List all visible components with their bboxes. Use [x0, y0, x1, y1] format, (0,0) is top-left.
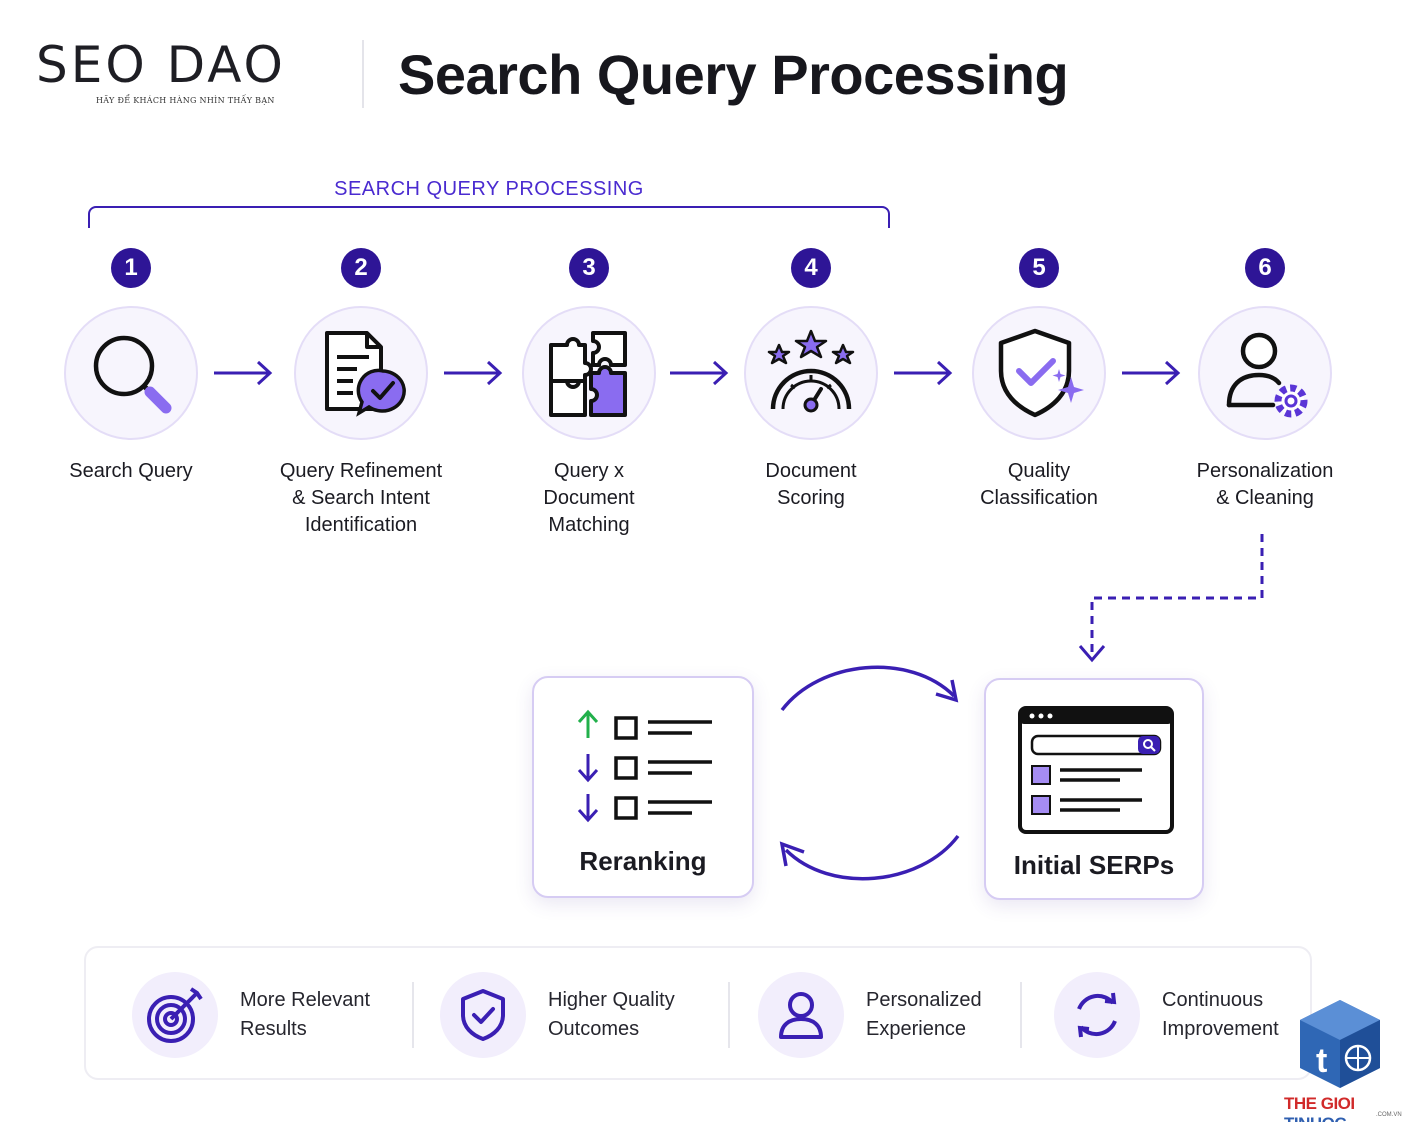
- user-icon: [779, 992, 823, 1039]
- step-icon-circle: [744, 306, 878, 440]
- step-icon-circle: [294, 306, 428, 440]
- arrow-right-icon: [670, 360, 729, 386]
- loop-arrow-bottom-icon: [779, 834, 960, 881]
- shield-check-icon: [461, 989, 505, 1041]
- watermark-text: THE GIOI TINHOC: [1284, 1094, 1355, 1122]
- arrow-right-icon: [214, 360, 273, 386]
- browser-window-icon: [1018, 706, 1174, 834]
- page-title: Search Query Processing: [398, 43, 1069, 106]
- svg-text:t: t: [1316, 1042, 1327, 1080]
- benefit-label: Higher Quality Outcomes: [548, 989, 675, 1040]
- step-6: 6 Personalization & Cleaning: [1150, 248, 1380, 512]
- bracket-label: SEARCH QUERY PROCESSING: [334, 178, 644, 200]
- cycle-icon: [1077, 992, 1117, 1038]
- benefit-label: More Relevant Results: [240, 989, 371, 1040]
- watermark-suffix: .COM.VN: [1376, 1112, 1402, 1118]
- benefit-icon-circle: [1054, 972, 1140, 1058]
- step-icon-circle: [972, 306, 1106, 440]
- step-number: 1: [111, 248, 151, 288]
- benefit-item: Continuous Improvement: [1054, 972, 1279, 1058]
- step-number: 4: [791, 248, 831, 288]
- step-1: 1 Search Query: [16, 248, 246, 485]
- step-number: 6: [1245, 248, 1285, 288]
- ranked-list-icon: [577, 709, 712, 823]
- gauge-stars-icon: [767, 329, 855, 413]
- step-icon-circle: [1198, 306, 1332, 440]
- step-icon-circle: [522, 306, 656, 440]
- arrow-right-icon: [894, 360, 953, 386]
- benefit-separator: [1020, 982, 1022, 1048]
- step-label: Search Query: [69, 460, 193, 482]
- bracket-line: [88, 206, 890, 228]
- arrow-right-icon: [444, 360, 503, 386]
- step-label: Query Refinement & Search Intent Identif…: [279, 460, 443, 536]
- benefit-label: Continuous Improvement: [1162, 989, 1279, 1040]
- step-number: 5: [1019, 248, 1059, 288]
- target-icon: [147, 987, 203, 1043]
- step-2: 2 Query Refinement & Search Intent Ident…: [246, 248, 476, 539]
- step-icon-circle: [64, 306, 198, 440]
- loop-arrow-top-icon: [780, 665, 959, 712]
- step-label: Document Scoring: [765, 460, 857, 509]
- benefit-item: Personalized Experience: [758, 972, 982, 1058]
- header-divider: [362, 40, 364, 108]
- step-4: 4 Document Scoring: [696, 248, 926, 512]
- benefit-icon-circle: [440, 972, 526, 1058]
- step-label: Quality Classification: [980, 460, 1098, 509]
- benefit-label: Personalized Experience: [866, 989, 982, 1040]
- logo-tagline: HÃY ĐỂ KHÁCH HÀNG NHÌN THẤY BẠN: [96, 96, 275, 105]
- step-label: Personalization & Cleaning: [1196, 460, 1334, 509]
- logo: SEO DAO HÃY ĐỂ KHÁCH HÀNG NHÌN THẤY BẠN: [36, 40, 326, 105]
- magnifier-icon: [93, 335, 172, 414]
- reranking-card: Reranking: [532, 676, 754, 898]
- benefit-item: More Relevant Results: [132, 972, 370, 1058]
- logo-text: SEO DAO: [36, 36, 286, 94]
- document-check-icon: [325, 331, 406, 417]
- step-3: 3 Query x Document Matching: [474, 248, 704, 539]
- reranking-label: Reranking: [579, 846, 707, 876]
- dashed-connector-arrow: [1078, 534, 1264, 663]
- initial-serps-label: Initial SERPs: [1013, 850, 1175, 880]
- user-gear-icon: [1226, 332, 1308, 418]
- benefit-separator: [412, 982, 414, 1048]
- step-number: 3: [569, 248, 609, 288]
- step-label: Query x Document Matching: [543, 460, 635, 536]
- benefit-icon-circle: [132, 972, 218, 1058]
- benefit-item: Higher Quality Outcomes: [440, 972, 675, 1058]
- initial-serps-card: Initial SERPs: [984, 678, 1204, 900]
- shield-check-icon: [998, 328, 1084, 418]
- step-number: 2: [341, 248, 381, 288]
- puzzle-icon: [549, 331, 627, 417]
- benefit-icon-circle: [758, 972, 844, 1058]
- arrow-right-icon: [1122, 360, 1181, 386]
- watermark-logo-icon: t: [1300, 1000, 1380, 1088]
- step-5: 5 Quality Classification: [924, 248, 1154, 512]
- benefit-separator: [728, 982, 730, 1048]
- benefits-bar: More Relevant Results Higher Quality Out…: [84, 946, 1312, 1080]
